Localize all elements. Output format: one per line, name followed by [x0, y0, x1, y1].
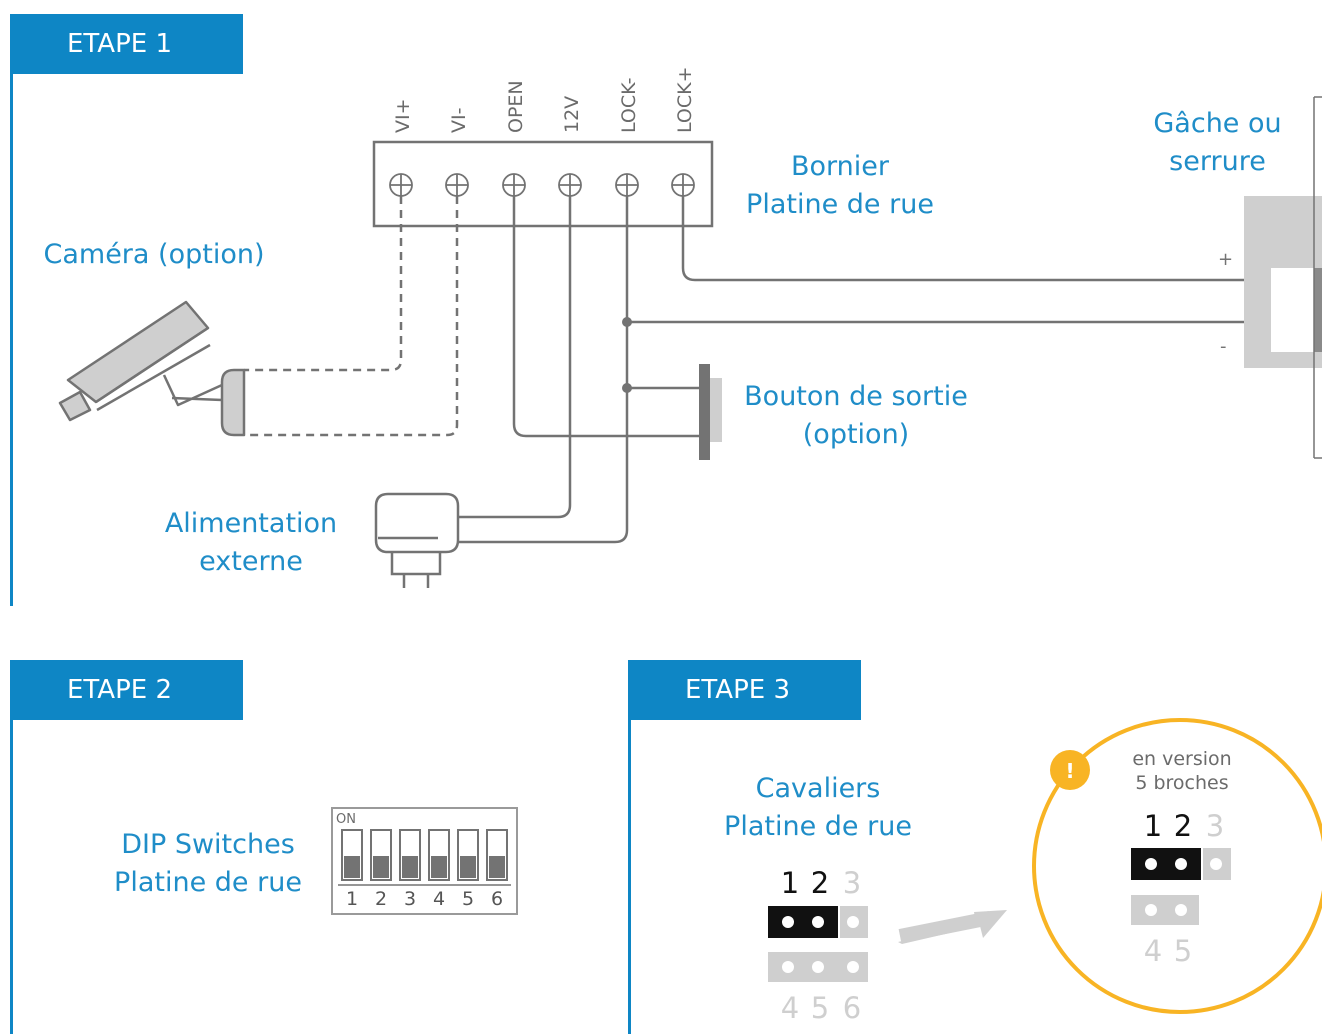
version5-jumper-cap: [1131, 848, 1201, 880]
jumper-number-2: 2: [811, 866, 829, 900]
pin-label-vi-plus: VI+: [392, 98, 414, 133]
version5-callout: ! en version 5 broches 1 2 3 4 5: [1032, 718, 1322, 1014]
lock-label-line1: Gâche ou: [1153, 108, 1282, 139]
lock-minus-sign: -: [1220, 336, 1227, 357]
wire-vi-minus: [244, 196, 459, 437]
jumper-number-6: 6: [843, 991, 861, 1025]
warning-icon: [1050, 750, 1090, 790]
dip-numbers: 1 2 3 4 5 6: [346, 888, 503, 910]
step1-tab: ETAPE 1: [10, 14, 243, 74]
warning-mark: !: [1065, 759, 1074, 783]
jumper-number-4: 4: [781, 991, 799, 1025]
pin-label-lock-minus: LOCK-: [618, 78, 640, 133]
step1-bar: [10, 14, 13, 606]
step3-tab: ETAPE 3: [628, 660, 861, 720]
step2-tab: ETAPE 2: [10, 660, 243, 720]
dip-label: DIP Switches Platine de rue: [98, 826, 318, 902]
exit-button-label-line2: (option): [802, 419, 910, 450]
version5-bottom-numbers: 4 5: [1144, 934, 1192, 968]
lock-label: Gâche ou serrure: [1120, 105, 1315, 181]
exit-button-label: Bouton de sortie (option): [730, 378, 982, 454]
version5-number-3: 3: [1206, 809, 1224, 843]
version5-line2: 5 broches: [1135, 772, 1228, 794]
pin-label-lock-plus: LOCK+: [674, 66, 696, 133]
dip-switch-block: ON 1 2 3 4 5 6: [331, 807, 518, 915]
junction-dot-1: [622, 317, 632, 327]
terminal-block: VI+ VI- OPEN 12V LOCK- LOCK+: [372, 66, 714, 228]
dip-label-line2: Platine de rue: [114, 867, 302, 898]
dip-label-line1: DIP Switches: [121, 829, 295, 860]
version5-bottom-row: [1131, 895, 1199, 925]
wire-vi-plus: [244, 196, 403, 372]
power-adapter-icon: [374, 492, 460, 588]
terminal-block-label: Bornier Platine de rue: [730, 148, 950, 224]
version5-number-5: 5: [1174, 934, 1192, 968]
exit-button-label-line1: Bouton de sortie: [744, 381, 968, 412]
version5-top-numbers: 1 2 3: [1144, 809, 1224, 843]
jumper-number-5: 5: [811, 991, 829, 1025]
step3-bar: [628, 660, 631, 1034]
dip-on-label: ON: [336, 812, 356, 827]
pin-label-12v: 12V: [561, 96, 583, 133]
step2-bar: [10, 660, 13, 1034]
dip-number-2: 2: [375, 888, 387, 910]
wire-lock-minus: [458, 196, 629, 544]
version5-number-4: 4: [1144, 934, 1162, 968]
terminal-block-label-line1: Bornier: [791, 151, 889, 182]
jumper-number-1: 1: [781, 866, 799, 900]
version5-line1: en version: [1132, 748, 1231, 770]
power-label-line2: externe: [199, 546, 303, 577]
lock-label-line2: serrure: [1169, 146, 1266, 177]
power-label-line1: Alimentation: [164, 508, 338, 539]
jumper-cap: [768, 906, 838, 938]
terminal-block-label-line2: Platine de rue: [746, 189, 934, 220]
jumper-bottom-numbers: 4 5 6: [781, 991, 861, 1025]
pin-label-vi-minus: VI-: [448, 108, 470, 133]
dip-number-5: 5: [462, 888, 474, 910]
jumpers-label: Cavaliers Platine de rue: [708, 770, 928, 846]
dip-number-4: 4: [433, 888, 445, 910]
camera-label-text: Caméra (option): [43, 239, 265, 270]
jumpers-label-line1: Cavaliers: [755, 773, 881, 804]
jumper-number-3: 3: [843, 866, 861, 900]
camera-label: Caméra (option): [30, 236, 278, 274]
exit-button-graphic: [699, 364, 722, 460]
dip-number-1: 1: [346, 888, 358, 910]
lock-plus-sign: +: [1218, 249, 1233, 270]
jumper-top-numbers: 1 2 3: [781, 866, 861, 900]
junction-dot-2: [622, 383, 632, 393]
power-label: Alimentation externe: [148, 505, 354, 581]
dip-number-6: 6: [491, 888, 503, 910]
jumper-block: 1 2 3 4 5 6: [768, 866, 868, 1025]
wire-open: [512, 196, 700, 438]
wires: [244, 196, 1245, 544]
lock-graphic: + -: [1218, 96, 1322, 459]
camera-icon: [58, 300, 246, 437]
dip-number-3: 3: [404, 888, 416, 910]
version5-number-2: 2: [1174, 809, 1192, 843]
dip-switches: [341, 829, 508, 881]
version5-number-1: 1: [1144, 809, 1162, 843]
wire-lock-plus: [681, 196, 1245, 282]
arrow-body: [898, 911, 992, 943]
pin-label-open: OPEN: [505, 80, 527, 133]
terminal-screws: [389, 173, 695, 197]
pin-labels: VI+ VI- OPEN 12V LOCK- LOCK+: [392, 66, 696, 133]
jumpers-label-line2: Platine de rue: [724, 811, 912, 842]
wire-12v: [458, 196, 572, 519]
